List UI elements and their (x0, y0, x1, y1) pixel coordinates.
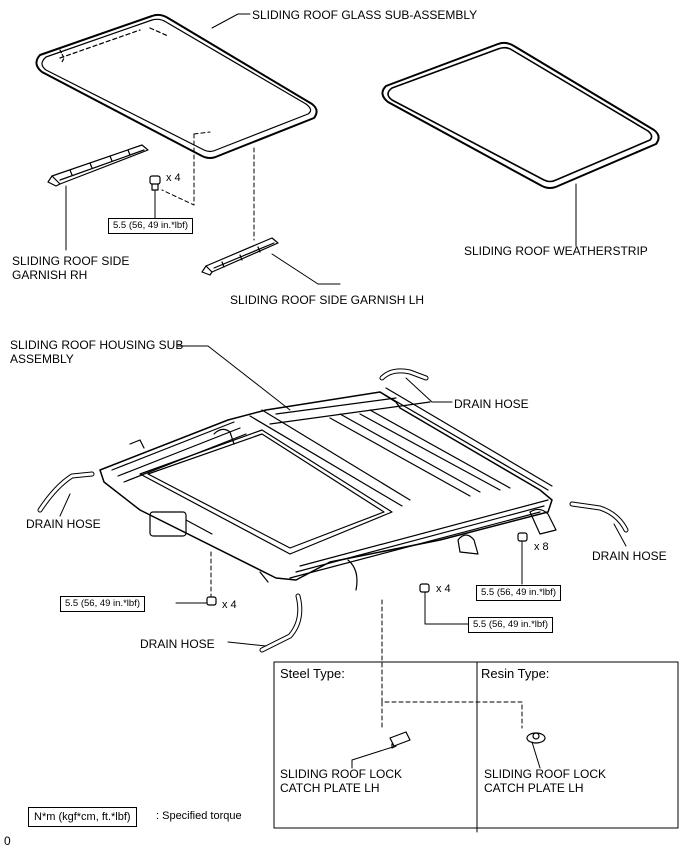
glass-assembly-label: SLIDING ROOF GLASS SUB-ASSEMBLY (252, 8, 478, 22)
glass-bolt-drawing (149, 175, 161, 191)
resin-type-label: Resin Type: (481, 666, 550, 681)
garnish-rh-label-line2: GARNISH RH (12, 268, 88, 282)
multiplier-housing-left: x 4 (222, 599, 237, 611)
steel-type-label: Steel Type: (280, 666, 345, 681)
legend-meaning: : Specified torque (156, 810, 242, 822)
side-garnish-rh-drawing (47, 144, 149, 187)
footer-code: 0 (4, 834, 11, 848)
multiplier-glass: x 4 (166, 172, 181, 184)
resin-catch-label-line1: SLIDING ROOF LOCK (484, 767, 607, 781)
garnish-rh-label-line1: SLIDING ROOF SIDE (12, 254, 130, 268)
weatherstrip-drawing (381, 41, 660, 189)
weatherstrip-label: SLIDING ROOF WEATHERSTRIP (464, 244, 648, 258)
garnish-lh-label: SLIDING ROOF SIDE GARNISH LH (230, 293, 425, 307)
torque-housing-right: 5.5 (56, 49 in.*lbf) (476, 585, 561, 601)
steel-catch-label-line1: SLIDING ROOF LOCK (280, 767, 403, 781)
catch-plate-resin-drawing (526, 732, 546, 744)
inset-frame (273, 661, 679, 829)
multiplier-housing-mid: x 4 (436, 583, 451, 595)
drain-hoses-drawing (37, 368, 629, 653)
catch-plate-steel-drawing (389, 731, 411, 749)
housing-drawing (99, 387, 557, 591)
torque-glass: 5.5 (56, 49 in.*lbf) (108, 218, 193, 234)
drain-hose-top-label: DRAIN HOSE (454, 397, 529, 411)
torque-housing-mid: 5.5 (56, 49 in.*lbf) (468, 617, 553, 633)
legend-torque-unit: N*m (kgf*cm, ft.*lbf) (28, 807, 137, 827)
multiplier-housing-right: x 8 (534, 541, 549, 553)
resin-catch-label-line2: CATCH PLATE LH (484, 781, 584, 795)
drain-hose-left-label: DRAIN HOSE (26, 517, 101, 531)
drain-hose-right-label: DRAIN HOSE (592, 549, 667, 563)
side-garnish-lh-drawing (201, 237, 279, 276)
sliding-roof-glass-drawing (35, 13, 318, 241)
housing-label-line2: ASSEMBLY (10, 352, 74, 366)
torque-housing-left: 5.5 (56, 49 in.*lbf) (60, 596, 145, 612)
steel-catch-label-line2: CATCH PLATE LH (280, 781, 380, 795)
drain-hose-bottom-label: DRAIN HOSE (140, 637, 215, 651)
housing-label-line1: SLIDING ROOF HOUSING SUB- (10, 338, 188, 352)
